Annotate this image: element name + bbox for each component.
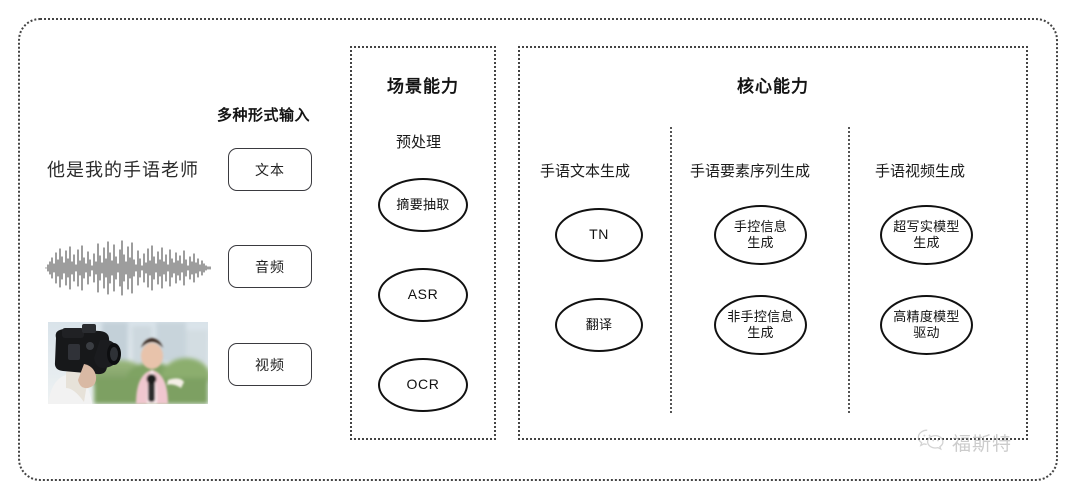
node-label: 摘要抽取 <box>396 196 450 212</box>
core-column-divider-1 <box>670 127 672 413</box>
wechat-icon <box>916 428 946 457</box>
watermark-label: 福斯特 <box>952 434 1013 455</box>
core-capability-panel: 核心能力 <box>518 46 1028 440</box>
modality-box-audio[interactable]: 音频 <box>228 245 312 288</box>
scene-capability-title: 场景能力 <box>387 77 459 96</box>
core-node-tn[interactable]: TN <box>555 208 643 262</box>
core-node-high-precision-model-driving[interactable]: 高精度模型 驱动 <box>880 295 973 355</box>
scene-group-label-preprocess: 预处理 <box>396 134 442 151</box>
node-label: 手控信息 生成 <box>733 218 788 250</box>
modality-label-text: 文本 <box>255 161 285 178</box>
node-label: 翻译 <box>585 316 613 332</box>
core-column-label-sign-text: 手语文本生成 <box>540 163 631 180</box>
sample-text-input: 他是我的手语老师 <box>47 160 199 180</box>
scene-node-summary-extraction[interactable]: 摘要抽取 <box>378 178 468 232</box>
core-node-nonmanual-info-generation[interactable]: 非手控信息 生成 <box>714 295 807 355</box>
node-label: 高精度模型 驱动 <box>893 308 960 340</box>
scene-node-ocr[interactable]: OCR <box>378 358 468 412</box>
modality-box-video[interactable]: 视频 <box>228 343 312 386</box>
input-section-heading: 多种形式输入 <box>217 107 311 124</box>
outer-frame <box>18 18 1058 481</box>
node-label: 非手控信息 生成 <box>727 308 794 340</box>
modality-label-video: 视频 <box>255 356 285 373</box>
core-node-manual-info-generation[interactable]: 手控信息 生成 <box>714 205 807 265</box>
node-label: 超写实模型 生成 <box>893 218 960 250</box>
core-column-label-sign-video: 手语视频生成 <box>875 163 966 180</box>
video-thumbnail-icon <box>48 322 208 404</box>
modality-label-audio: 音频 <box>255 258 285 275</box>
modality-box-text[interactable]: 文本 <box>228 148 312 191</box>
core-node-hyperrealistic-model-generation[interactable]: 超写实模型 生成 <box>880 205 973 265</box>
scene-capability-panel: 场景能力 <box>350 46 496 440</box>
core-node-translation[interactable]: 翻译 <box>555 298 643 352</box>
core-column-divider-2 <box>848 127 850 413</box>
node-label: OCR <box>406 376 440 393</box>
core-column-label-sign-element-sequence: 手语要素序列生成 <box>690 163 811 180</box>
node-label: ASR <box>407 286 439 303</box>
audio-waveform-icon <box>44 238 214 298</box>
core-capability-title: 核心能力 <box>737 77 809 96</box>
node-label: TN <box>589 226 609 243</box>
watermark: 福斯特 <box>916 428 1012 457</box>
scene-node-asr[interactable]: ASR <box>378 268 468 322</box>
